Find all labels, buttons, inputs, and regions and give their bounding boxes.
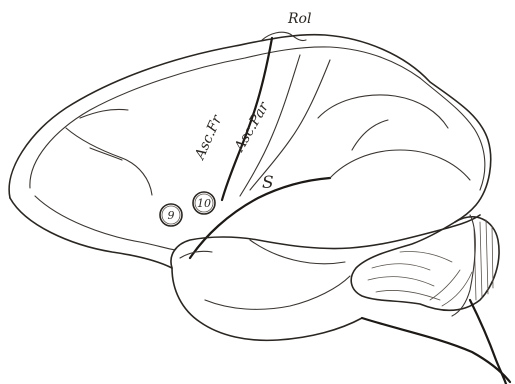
hemisphere-rim bbox=[30, 47, 420, 188]
cerebellum-folia-6 bbox=[442, 272, 472, 306]
occipital-contour bbox=[420, 78, 485, 190]
cerebellum-outline bbox=[351, 217, 499, 310]
cerebellum-folia-3 bbox=[376, 290, 440, 300]
cerebellum-folia-2 bbox=[368, 277, 434, 286]
label-rolandic: Rol bbox=[287, 11, 311, 27]
parietal-gyrus-lower bbox=[330, 150, 470, 180]
cerebellum-folia-4 bbox=[400, 251, 452, 262]
frontal-sulcus bbox=[66, 128, 152, 195]
brainstem-back bbox=[470, 300, 506, 384]
cerebellum-hatch-b bbox=[480, 222, 482, 298]
parietal-gyrus-upper bbox=[318, 95, 448, 128]
superior-temporal-sulcus bbox=[250, 240, 345, 264]
frontal-pole-lower bbox=[10, 198, 172, 268]
inferior-temporal-sulcus bbox=[205, 276, 350, 309]
cerebellum-vermis-line bbox=[452, 215, 475, 316]
cerebellum-folia-1 bbox=[372, 264, 430, 270]
temporal-pole-notch bbox=[180, 251, 212, 258]
frontal-sulcus-upper bbox=[80, 109, 128, 118]
label-sylvian: S bbox=[262, 173, 274, 193]
cerebellum-hatch-d bbox=[492, 226, 493, 288]
frontal-sulcus-short bbox=[90, 148, 122, 160]
brainstem-front bbox=[362, 318, 510, 382]
area-9-label: 9 bbox=[168, 209, 175, 222]
parietal-sulcus bbox=[352, 120, 388, 150]
orbital-line bbox=[35, 196, 175, 250]
cerebellum-hatch-c bbox=[486, 220, 488, 294]
area-10-label: 10 bbox=[197, 197, 211, 210]
label-ascending-frontal: Asc.Fr bbox=[191, 112, 226, 164]
